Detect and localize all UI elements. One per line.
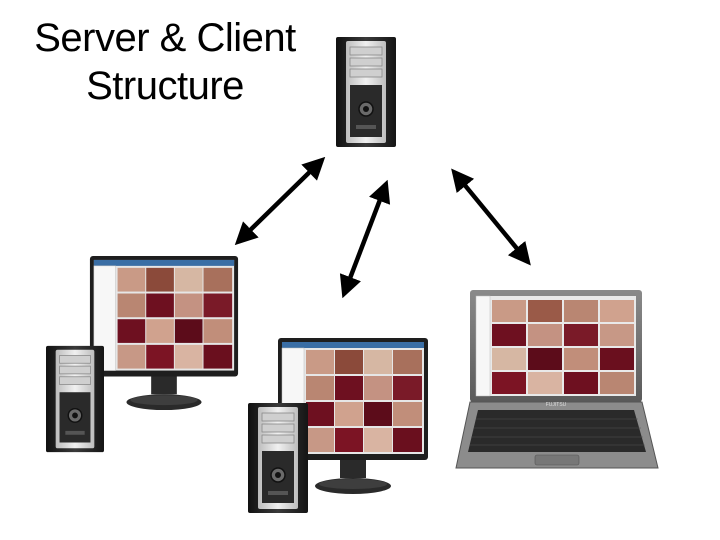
laptop-brand-label: FUJITSU	[546, 402, 567, 408]
client-desktop-left	[46, 256, 239, 453]
tower-center-icon	[248, 402, 308, 514]
monitor-left-icon	[89, 256, 239, 411]
client-desktop-center	[248, 338, 429, 514]
server-tower	[336, 36, 396, 148]
title-line-2: Structure	[86, 64, 244, 108]
connection-arrows	[234, 156, 531, 299]
tower-server-icon	[336, 36, 396, 148]
arrow-server-to-center-client	[339, 179, 391, 299]
arrow-server-to-left-client	[234, 156, 326, 246]
arrow-server-to-laptop-client	[451, 168, 531, 266]
title-line-1: Server & Client	[34, 16, 296, 60]
client-laptop: FUJITSU	[455, 290, 659, 469]
tower-left-icon	[46, 345, 104, 453]
laptop-icon	[455, 290, 659, 469]
diagram-title: Server & Client Structure	[0, 14, 330, 110]
